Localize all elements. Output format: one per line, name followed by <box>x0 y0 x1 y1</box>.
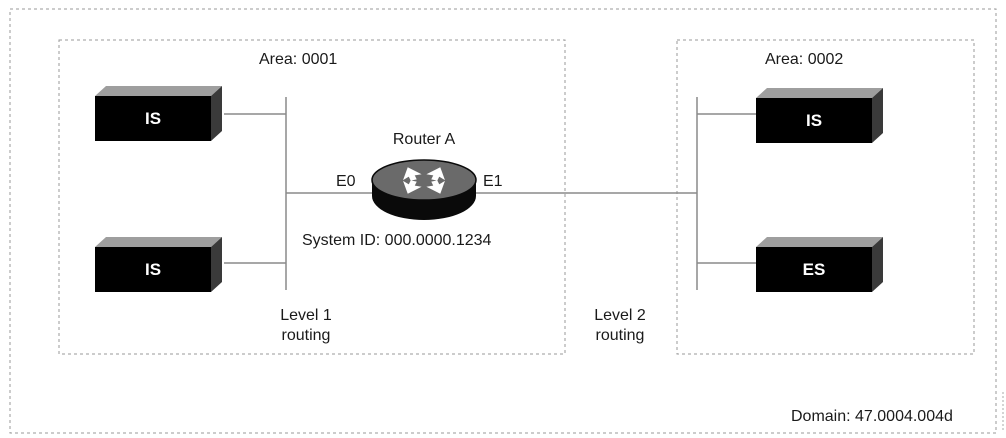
device-label-area2-bottom: ES <box>802 260 826 279</box>
area2-label: Area: 0002 <box>765 51 844 68</box>
device-is-area1-top <box>95 86 222 141</box>
area1-label: Area: 0001 <box>259 51 338 68</box>
area2-boundary <box>676 39 975 355</box>
port-e0-label: E0 <box>336 173 356 190</box>
router-name: Router A <box>392 131 456 148</box>
system-id-label: System ID: 000.0000.1234 <box>302 232 492 249</box>
device-es-area2-bottom <box>756 237 883 292</box>
domain-label: Domain: 47.0004.004d <box>791 408 953 425</box>
device-is-area1-bottom <box>95 237 222 292</box>
device-label-area1-bottom: IS <box>144 260 162 279</box>
area1-boundary <box>58 39 566 355</box>
port-e1-label: E1 <box>483 173 503 190</box>
router-icon <box>371 159 477 220</box>
device-label-area2-top: IS <box>805 111 823 130</box>
level1-routing-label: Level 1 routing <box>280 307 332 345</box>
device-is-area2-top <box>756 88 883 143</box>
domain-boundary <box>9 8 997 434</box>
device-label-area1-top: IS <box>144 109 162 128</box>
level2-routing-label: Level 2 routing <box>594 307 646 345</box>
